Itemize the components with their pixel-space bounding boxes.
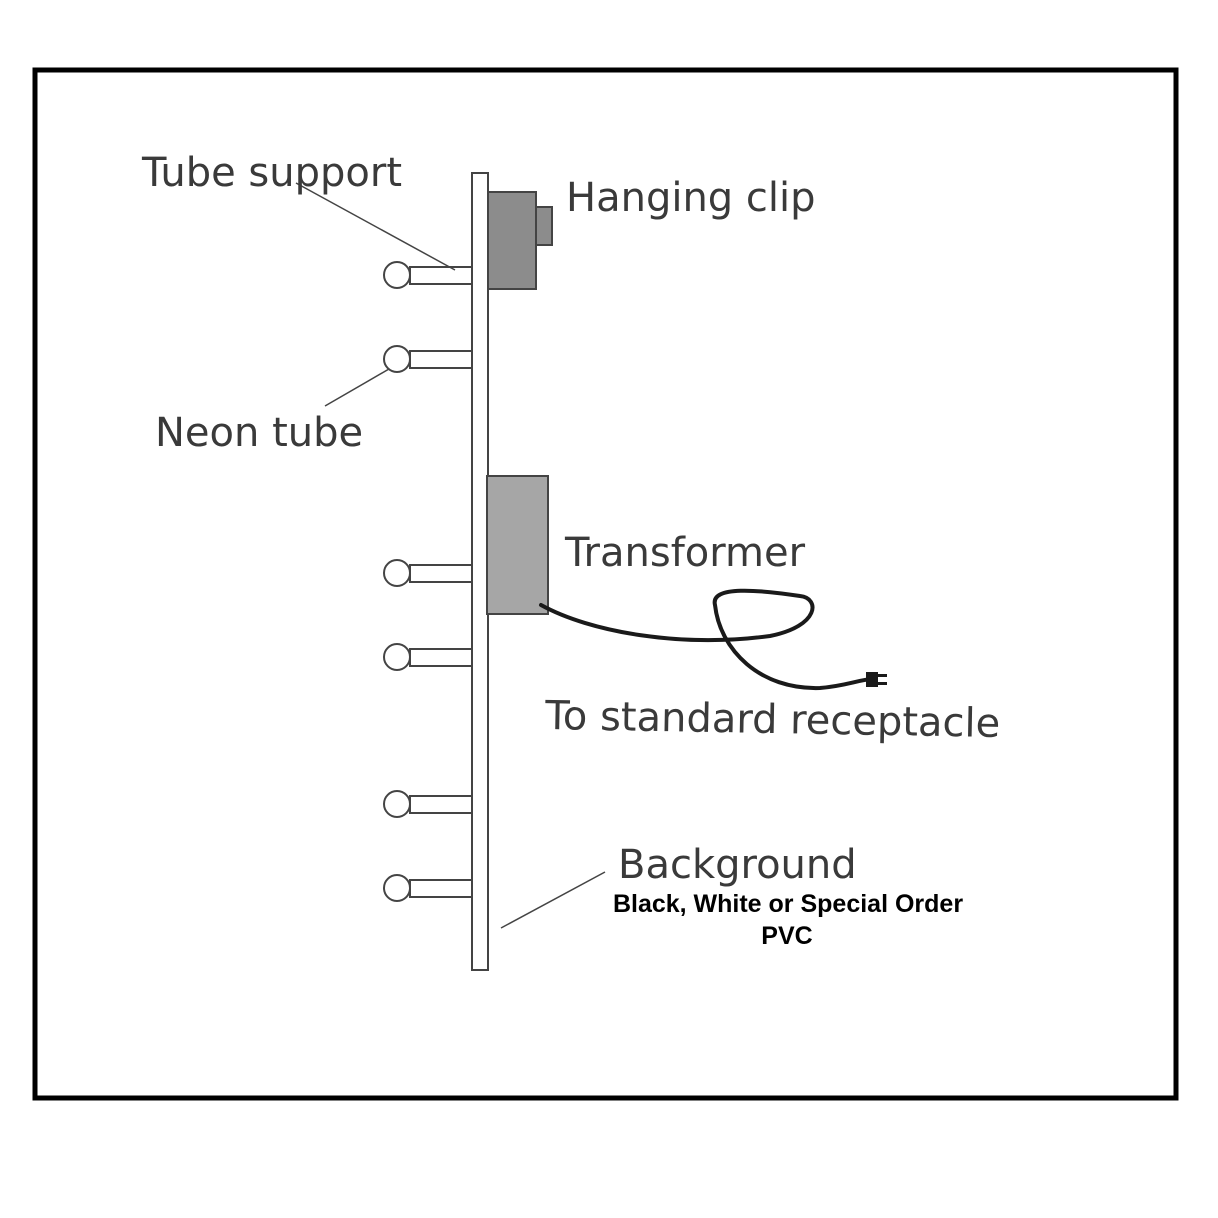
background-options-label: Black, White or Special Order bbox=[613, 890, 963, 918]
tube-assembly-6 bbox=[383, 874, 473, 902]
tube-support bbox=[409, 350, 473, 369]
neon-tube bbox=[383, 345, 411, 373]
neon-tube bbox=[383, 559, 411, 587]
tube-support bbox=[409, 266, 473, 285]
tube-assembly-3 bbox=[383, 559, 473, 587]
background-panel bbox=[471, 172, 489, 971]
neon-tube bbox=[383, 643, 411, 671]
plug-icon bbox=[866, 672, 887, 687]
neon-tube-label: Neon tube bbox=[155, 410, 363, 456]
tube-support bbox=[409, 648, 473, 667]
neon-tube bbox=[383, 874, 411, 902]
tube-support bbox=[409, 879, 473, 898]
receptacle-label: To standard receptacle bbox=[544, 693, 1001, 747]
tube-support-label: Tube support bbox=[141, 150, 402, 196]
tube-support bbox=[409, 795, 473, 814]
background-label: Background bbox=[618, 842, 857, 888]
outer-frame bbox=[32, 67, 1179, 1101]
tube-assembly-5 bbox=[383, 790, 473, 818]
hanging-clip-tab bbox=[535, 206, 553, 246]
hanging-clip-body bbox=[487, 191, 537, 290]
tube-support bbox=[409, 564, 473, 583]
neon-tube bbox=[383, 790, 411, 818]
neon-tube-leader bbox=[324, 368, 390, 407]
tube-support-leader bbox=[295, 182, 456, 271]
transformer-box bbox=[486, 475, 549, 615]
neon-tube bbox=[383, 261, 411, 289]
background-leader bbox=[500, 871, 606, 929]
power-cord bbox=[539, 588, 874, 691]
tube-assembly-2 bbox=[383, 345, 473, 373]
hanging-clip-label: Hanging clip bbox=[566, 175, 816, 221]
tube-assembly-1 bbox=[383, 261, 473, 289]
background-material-label: PVC bbox=[761, 922, 812, 950]
tube-assembly-4 bbox=[383, 643, 473, 671]
transformer-label: Transformer bbox=[564, 530, 806, 576]
